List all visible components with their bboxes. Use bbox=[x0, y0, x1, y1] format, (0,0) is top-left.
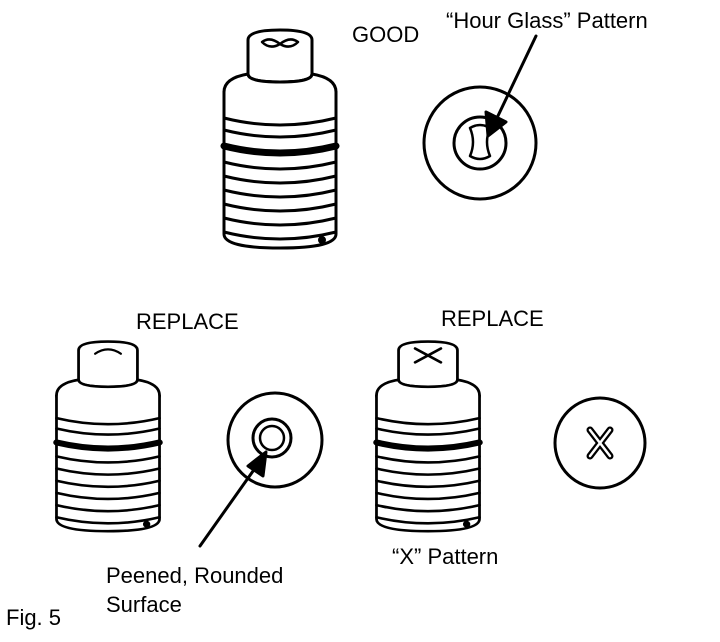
peened-adjuster-illustration bbox=[56, 342, 159, 532]
hour-glass-pattern-label: “Hour Glass” Pattern bbox=[446, 8, 648, 33]
peened-rounded-surface-label: Peened, Rounded Surface bbox=[106, 563, 284, 617]
x-pattern-label: “X” Pattern bbox=[392, 544, 499, 569]
figure-caption: Fig. 5 bbox=[6, 605, 62, 630]
x-pattern-top-view bbox=[553, 396, 647, 490]
x-tip-mark bbox=[413, 347, 443, 364]
hour-glass-tip-mark bbox=[260, 38, 300, 48]
replace-status-label-right: REPLACE bbox=[441, 306, 544, 331]
hour-glass-pattern-mark bbox=[468, 123, 492, 161]
peened-tip-mark bbox=[93, 348, 123, 355]
good-adjuster-illustration bbox=[224, 30, 336, 248]
good-top-view bbox=[422, 34, 538, 201]
peened-top-view bbox=[198, 391, 324, 548]
x-pattern-adjuster-illustration bbox=[376, 342, 479, 532]
good-status-label: GOOD bbox=[352, 22, 420, 47]
replace-status-label-left: REPLACE bbox=[136, 309, 239, 334]
